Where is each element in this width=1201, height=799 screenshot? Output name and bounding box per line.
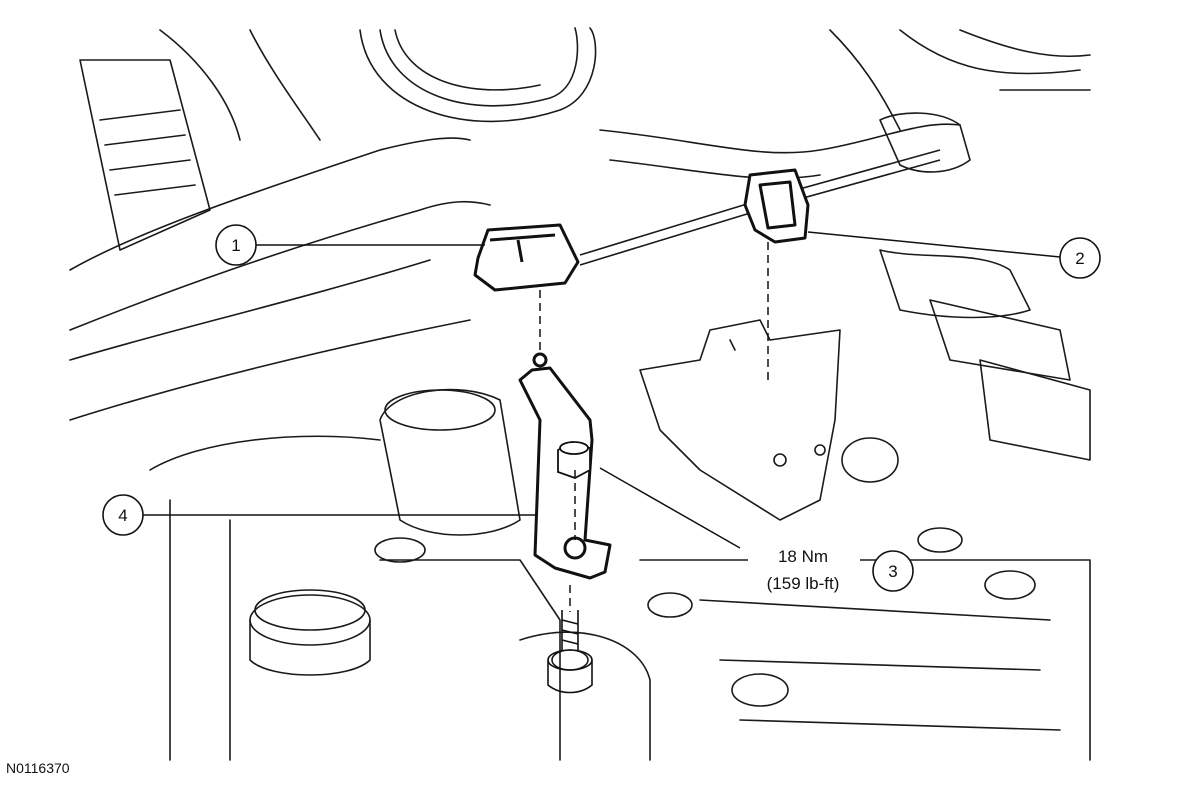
part-2-cable-clip: [743, 168, 810, 244]
leader-lines: [143, 231, 1061, 549]
svg-text:1: 1: [231, 236, 240, 255]
callout-4: 4: [102, 494, 144, 536]
torque-metric: 18 Nm: [778, 547, 828, 566]
bracket-nut: [557, 441, 591, 479]
svg-text:4: 4: [118, 506, 127, 525]
mounting-stud: [547, 610, 593, 694]
callout-3: 3: [872, 550, 914, 592]
alignment-lines: [539, 242, 769, 612]
callout-2: 2: [1059, 237, 1101, 279]
svg-text:2: 2: [1075, 249, 1084, 268]
part-1-sensor: [473, 223, 580, 292]
svg-text:3: 3: [888, 562, 897, 581]
torque-spec: 18 Nm (159 lb-ft): [748, 540, 860, 598]
torque-imperial: (159 lb-ft): [767, 574, 840, 593]
figure-id: N0116370: [6, 760, 70, 776]
callout-1: 1: [215, 224, 257, 266]
engine-bay-background: [69, 27, 1091, 761]
